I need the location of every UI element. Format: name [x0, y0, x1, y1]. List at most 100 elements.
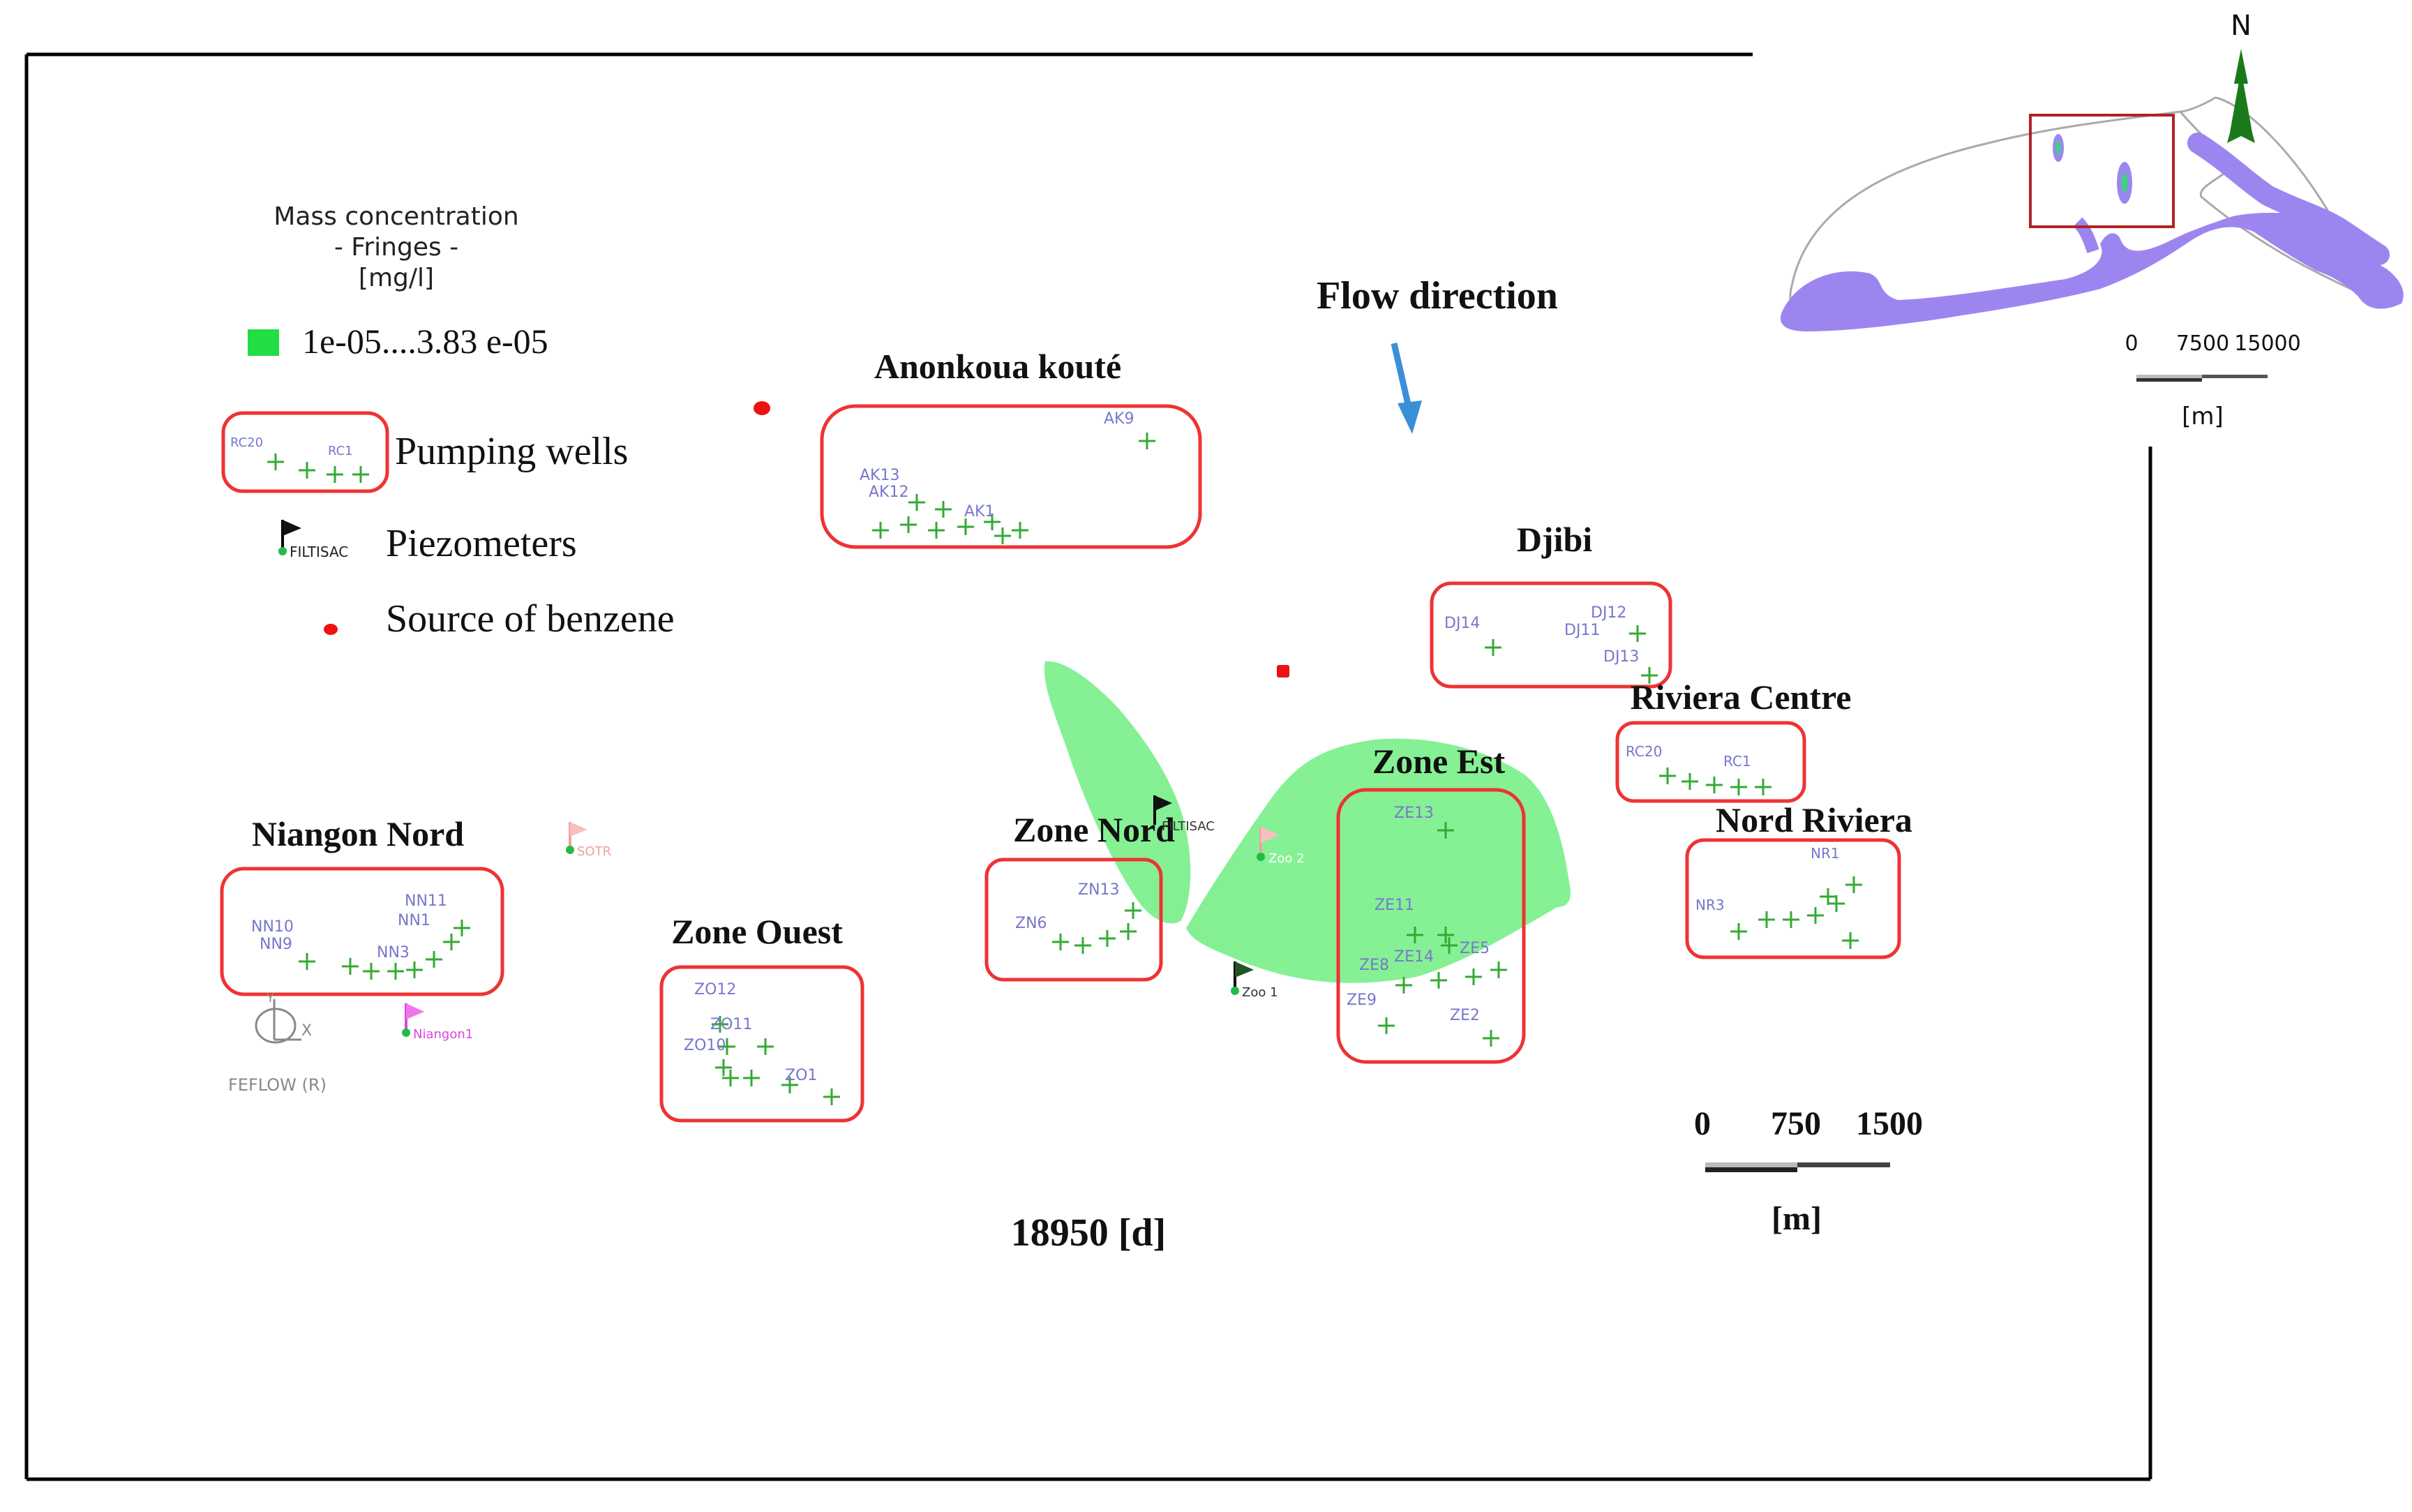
- map-label: ZE2: [1450, 1007, 1480, 1024]
- legend-piezometers-label: Piezometers: [386, 522, 577, 565]
- scale-unit: [m]: [1771, 1200, 1822, 1237]
- map-label: RC20: [1626, 743, 1662, 760]
- inset-north-label: N: [2231, 10, 2252, 42]
- map-label: AK13: [860, 467, 899, 484]
- map-label: ZN6: [1015, 915, 1047, 932]
- legend: Mass concentration - Fringes - [mg/l] 1e…: [221, 202, 675, 641]
- scale-tick-2: 1500: [1856, 1105, 1923, 1142]
- map-label: ZN13: [1078, 881, 1120, 899]
- piezometer-niangon1: Niangon1: [402, 1003, 473, 1042]
- piezometers: Zoo 2 Zoo 1 FILTISAC Niangon1 SOTR: [402, 795, 1305, 1042]
- map-label: RC1: [1723, 753, 1751, 770]
- benzene-sources: [754, 401, 1289, 678]
- legend-title-line-3: [mg/l]: [359, 264, 434, 292]
- map-label: ZE11: [1374, 897, 1414, 914]
- map-label: DJ14: [1444, 615, 1480, 632]
- scale-bar: 0 750 1500 [m]: [1694, 1105, 1923, 1237]
- field-name: Zone Est: [1372, 742, 1506, 781]
- plume-west: [1044, 661, 1191, 924]
- map-label: ZE13: [1394, 804, 1434, 822]
- field-name: Zone Ouest: [671, 912, 843, 951]
- field-name: Zone Nord: [1013, 810, 1175, 849]
- piezometer-sotr: SOTR: [566, 822, 611, 859]
- map-frame: [24, 52, 2152, 1481]
- inset-scale-tick-1: 7500: [2176, 331, 2229, 356]
- legend-source-label: Source of benzene: [386, 597, 675, 641]
- inset-scale-tick-0: 0: [2125, 331, 2138, 356]
- north-arrow-icon: [2227, 49, 2255, 143]
- flow-direction-label: Flow direction: [1317, 274, 1558, 317]
- field-name: Niangon Nord: [252, 814, 464, 853]
- map-label: FILTISAC: [1162, 819, 1215, 834]
- well-fields: Anonkoua kouté AK9 AK13 AK12 AK1 Djibi D…: [220, 347, 1912, 1123]
- piezometer-zoo-2: Zoo 2: [1257, 827, 1305, 866]
- legend-well-sample-label-2: RC1: [328, 444, 353, 458]
- map-label: ZO1: [785, 1067, 817, 1084]
- field-name: Anonkoua kouté: [874, 347, 1121, 386]
- field-djibi: Djibi DJ14 DJ12 DJ11 DJ13: [1430, 520, 1672, 689]
- map-label: ZE14: [1394, 948, 1434, 966]
- field-nord-riviera: Nord Riviera NR1 NR3: [1685, 800, 1912, 959]
- map-label: Niangon1: [413, 1027, 473, 1042]
- map-label: Zoo 1: [1242, 985, 1278, 1000]
- field-riviera-centre: Riviera Centre RC20 RC1: [1615, 678, 1852, 803]
- scale-tick-1: 750: [1771, 1105, 1821, 1142]
- map-label: NN9: [260, 936, 292, 953]
- legend-well-symbol: [221, 411, 389, 493]
- legend-well-sample-label-1: RC20: [230, 435, 263, 450]
- flow-arrow-head-icon: [1398, 401, 1422, 434]
- field-niangon-nord: Niangon Nord NN11 NN10 NN1 NN9 NN3: [220, 814, 504, 996]
- field-name: Riviera Centre: [1630, 678, 1851, 717]
- map-label: NR1: [1811, 845, 1840, 862]
- map-label: DJ11: [1564, 622, 1600, 639]
- inset-lagoon: [1780, 204, 2404, 331]
- inset-map: N 0 7500 15000 [m]: [1780, 10, 2404, 431]
- map-label: NN11: [405, 892, 447, 910]
- field-name: Nord Riviera: [1716, 800, 1912, 839]
- map-label: DJ13: [1603, 648, 1639, 666]
- inset-domain-outline: [1790, 96, 2402, 304]
- field-name: Djibi: [1517, 520, 1592, 559]
- map-label: ZE8: [1359, 957, 1389, 974]
- legend-range-label: 1e-05....3.83 e-05: [302, 322, 548, 361]
- plume-east: [1186, 738, 1571, 983]
- legend-source-icon: [324, 624, 338, 635]
- map-label: AK12: [869, 484, 908, 501]
- inset-study-area-box: [2029, 114, 2175, 228]
- scale-tick-0: 0: [1694, 1105, 1711, 1142]
- axis-y-label: Y: [266, 991, 275, 1005]
- map-label: NR3: [1695, 897, 1725, 913]
- field-anonkoua-koute: Anonkoua kouté AK9 AK13 AK12 AK1: [820, 347, 1202, 549]
- map-label: AK9: [1104, 410, 1134, 428]
- flow-direction: Flow direction: [1317, 274, 1558, 434]
- map-label: NN3: [377, 944, 410, 961]
- legend-range-swatch: [248, 329, 279, 356]
- piezometer-filtisac: FILTISAC: [1153, 795, 1215, 834]
- inset-scale-tick-2: 15000: [2234, 331, 2300, 356]
- inset-scale-unit: [m]: [2182, 403, 2224, 431]
- map-label: ZO10: [684, 1037, 726, 1054]
- map-label: ZE5: [1460, 940, 1490, 957]
- map-label: ZE9: [1347, 991, 1377, 1009]
- legend-piezometer-flag-icon: [278, 520, 301, 555]
- legend-title-line-1: Mass concentration: [274, 202, 518, 231]
- map-label: NN10: [251, 918, 294, 936]
- benzene-source-2: [1277, 665, 1289, 678]
- axis-glyph: Y X FEFLOW (R): [228, 991, 327, 1095]
- legend-pumping-wells-label: Pumping wells: [395, 430, 628, 473]
- concentration-plumes: [1044, 661, 1571, 983]
- field-zone-est: Zone Est ZE13 ZE11 ZE8 ZE14 ZE5 ZE9 ZE2: [1336, 742, 1526, 1064]
- map-label: AK1: [964, 503, 994, 521]
- map-label: DJ12: [1591, 604, 1626, 622]
- legend-title-line-2: - Fringes -: [334, 233, 458, 262]
- map-label: ZO11: [710, 1016, 752, 1033]
- benzene-source-1: [754, 401, 770, 415]
- field-zone-ouest: Zone Ouest ZO12 ZO11 ZO10 ZO1: [659, 912, 864, 1123]
- map-label: Zoo 2: [1268, 851, 1305, 866]
- piezometer-zoo-1: Zoo 1: [1231, 961, 1278, 1000]
- map-label: ZO12: [694, 981, 736, 998]
- axis-x-label: X: [301, 1022, 312, 1040]
- legend-piezometer-sample-label: FILTISAC: [290, 544, 348, 560]
- legend-well-crosses: [267, 454, 369, 483]
